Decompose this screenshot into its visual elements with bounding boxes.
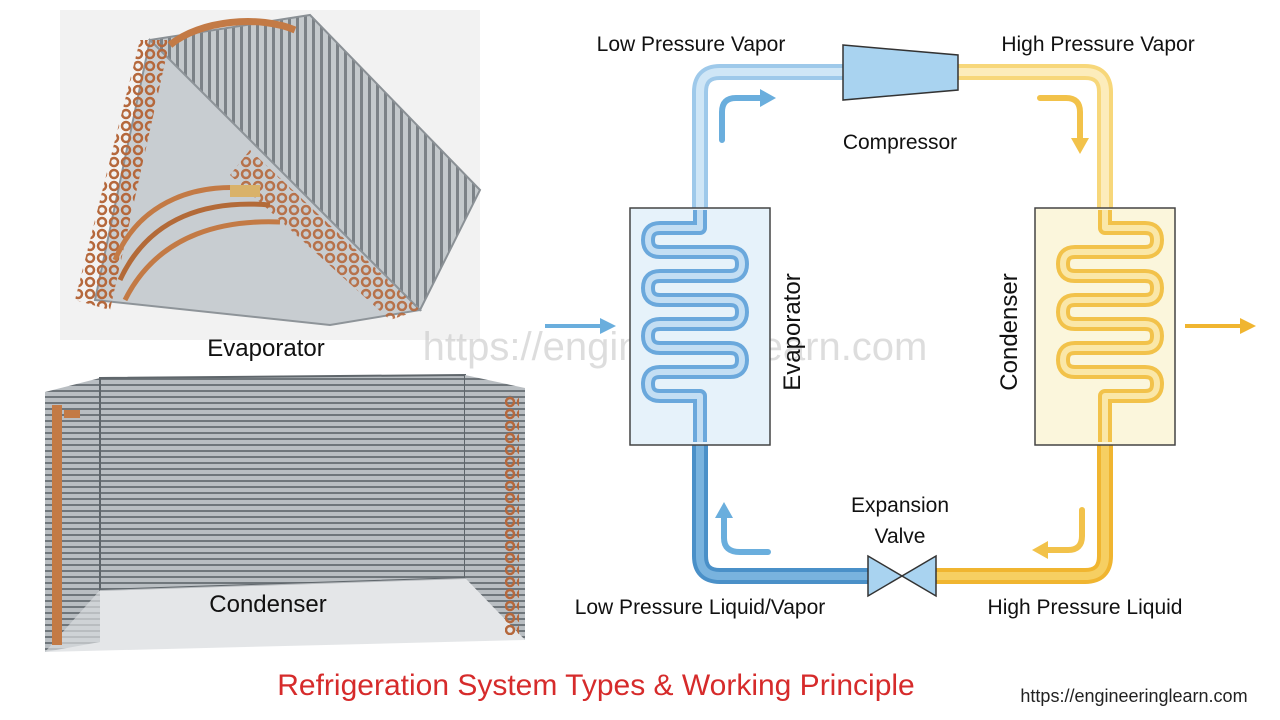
condenser-photo xyxy=(35,372,525,652)
flow-arrow-high-vapor xyxy=(1037,95,1089,154)
expansion-valve-label-line2: Valve xyxy=(875,525,926,548)
label-low-pressure-liquid-vapor: Low Pressure Liquid/Vapor xyxy=(575,596,826,619)
expansion-valve xyxy=(867,554,937,598)
evaporator-fin-panel xyxy=(150,15,480,310)
flow-arrow-low-liquid xyxy=(715,502,771,555)
evaporator-unit xyxy=(629,207,771,446)
evaporator-photo xyxy=(60,10,482,340)
expansion-valve-label-line1: Expansion xyxy=(851,494,949,517)
label-high-pressure-vapor: High Pressure Vapor xyxy=(1001,33,1194,56)
compressor-label: Compressor xyxy=(843,131,957,154)
condenser-back-panel xyxy=(100,375,465,590)
evaporator-header-pipe xyxy=(167,18,297,48)
heat-out-arrow xyxy=(1185,318,1256,334)
evaporator-label: Evaporator xyxy=(779,273,806,390)
heat-in-arrow xyxy=(545,318,616,334)
condenser-label: Condenser xyxy=(996,273,1023,390)
condenser-photo-caption: Condenser xyxy=(209,591,326,618)
flow-arrow-high-liquid xyxy=(1032,507,1085,559)
compressor-shape xyxy=(842,44,959,101)
footer-site-url: https://engineeringlearn.com xyxy=(1020,686,1247,706)
evaporator-coil-bends xyxy=(75,40,170,310)
high-pressure-liquid-pipe xyxy=(927,432,1113,584)
label-high-pressure-liquid: High Pressure Liquid xyxy=(988,596,1183,619)
flow-arrow-low-vapor xyxy=(719,89,776,143)
footer-title: Refrigeration System Types & Working Pri… xyxy=(277,669,915,702)
condenser-unit xyxy=(1034,207,1176,446)
label-low-pressure-vapor: Low Pressure Vapor xyxy=(597,33,786,56)
condenser-header-pipe xyxy=(52,405,62,645)
cycle-pipes xyxy=(692,64,1113,584)
evaporator-photo-caption: Evaporator xyxy=(207,335,324,362)
compressor-unit xyxy=(842,44,959,101)
